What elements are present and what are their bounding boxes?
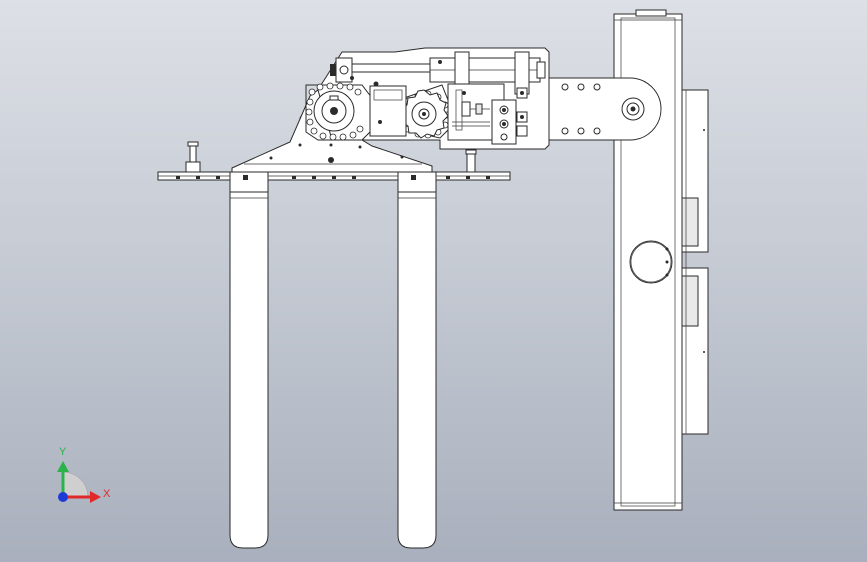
z-axis-dot	[58, 492, 68, 502]
arm-link[interactable]	[544, 77, 662, 141]
y-axis-label: Y	[59, 446, 67, 458]
sprocket-right[interactable]	[401, 89, 449, 139]
arm-bolt-holes	[561, 83, 601, 135]
gear-housing	[369, 85, 407, 137]
side-rail	[681, 89, 709, 435]
x-axis-label: X	[103, 488, 111, 500]
fork-right[interactable]	[397, 171, 437, 549]
cylinder-clevis	[330, 57, 353, 83]
sprocket-left[interactable]	[313, 90, 355, 132]
fork-carriage-bar[interactable]	[157, 171, 511, 181]
plate-bolts	[350, 60, 442, 87]
fitting-cluster	[516, 87, 528, 137]
fork-left[interactable]	[229, 171, 269, 549]
coordinate-triad: Y X	[57, 446, 111, 503]
standoff-post-left	[185, 141, 201, 173]
standoff-post-right	[465, 149, 477, 173]
connector-block	[491, 99, 517, 145]
